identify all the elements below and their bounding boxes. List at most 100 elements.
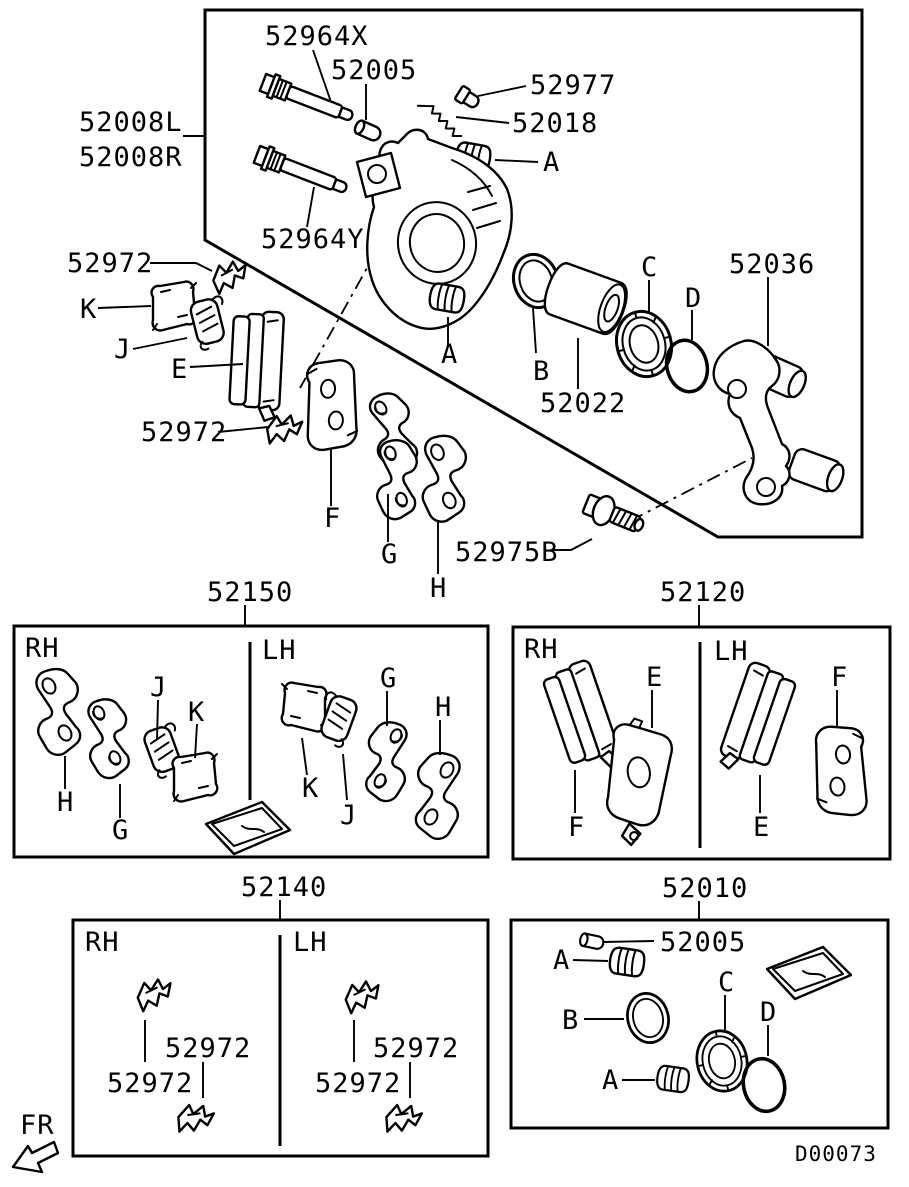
callout-h: H [430, 573, 447, 604]
main-view-frame [203, 8, 864, 539]
callout-rh-j: J [150, 672, 167, 703]
kit-part-ring-b [620, 987, 676, 1049]
part-oring-d [659, 334, 715, 398]
callout-lh-k: K [302, 773, 319, 804]
leader-j [132, 337, 188, 350]
callout-lh-g: G [380, 663, 397, 694]
label-52008L: 52008L [79, 107, 183, 138]
front-arrow-icon [11, 1140, 60, 1174]
leader-52005 [603, 940, 655, 943]
centerline-lockbolt [629, 457, 753, 522]
leader-52018 [455, 116, 510, 124]
drawing-code: D00073 [795, 1142, 877, 1166]
kit-part-sleeve-52005 [577, 931, 606, 952]
leader-rh-k [194, 723, 198, 759]
leader-rh-j [156, 699, 159, 741]
callout-k: K [80, 294, 97, 325]
label-52008R: 52008R [79, 142, 183, 173]
pad-kit-box-52120: 52120 RH LH F E E F [511, 577, 892, 861]
part-pad-f [300, 356, 364, 454]
label-52972-top: 52972 [67, 248, 153, 279]
callout-b: B [562, 1005, 579, 1036]
callout-j: J [114, 334, 131, 365]
part-cap-52977 [453, 84, 483, 112]
callout-lh-j: J [340, 800, 357, 831]
label-lh-52972-lower: 52972 [373, 1033, 459, 1064]
callout-lh-h: H [435, 692, 452, 723]
label-52975B: 52975B [455, 537, 559, 568]
centerline-pads [299, 149, 434, 389]
leader-52972-top [150, 262, 213, 272]
label-rh-52972-upper: 52972 [107, 1068, 193, 1099]
part-guide-pin-52964Y [251, 141, 352, 201]
leader-e [189, 363, 244, 368]
callout-c: C [718, 967, 735, 998]
callout-rh-k: K [188, 697, 205, 728]
lh-label: LH [293, 927, 328, 958]
kit-frame-52010 [509, 918, 890, 1130]
kit-part-pad-f-lh [806, 721, 875, 821]
leader-k [97, 305, 152, 309]
kit-part-shim-g-rh [87, 698, 130, 780]
kit-part-pad-e-lh [713, 656, 801, 785]
label-52005: 52005 [660, 927, 746, 958]
label-52018: 52018 [512, 108, 598, 139]
kit-part-clip-k-rh [171, 751, 219, 803]
leader-52964X [312, 49, 332, 103]
label-52977: 52977 [530, 70, 616, 101]
leader-a-top [494, 159, 539, 163]
part-clip-k [150, 280, 198, 332]
shim-kit-box-52150: 52150 RH LH H G J K K J G H [12, 577, 490, 859]
rh-label: RH [25, 633, 60, 664]
callout-lh-f: F [831, 662, 848, 693]
callout-e: E [171, 354, 188, 385]
rh-label: RH [524, 634, 559, 665]
part-sleeve-52005 [351, 117, 384, 144]
callout-a-mid: A [441, 339, 458, 370]
label-rh-52972-lower: 52972 [165, 1033, 251, 1064]
callout-d: D [760, 997, 777, 1028]
callout-rh-f: F [568, 812, 585, 843]
label-52964X: 52964X [265, 21, 369, 52]
leader-52975B [551, 538, 593, 551]
kit-title-52140: 52140 [241, 872, 327, 903]
front-label: FR [20, 1110, 55, 1141]
kit-frame-52150 [12, 624, 490, 859]
callout-rh-g: G [112, 815, 129, 846]
kit-part-shim-h-lh [414, 751, 461, 841]
front-direction-marker: FR [11, 1110, 60, 1174]
main-assembly-view: 52964X 52005 52977 52018 52008L 52008R 5… [67, 8, 864, 604]
kit-frame-52140 [71, 918, 490, 1158]
rh-label: RH [85, 927, 120, 958]
leader-lh-k [301, 737, 308, 776]
callout-f: F [324, 503, 341, 534]
kit-part-boot-a-top [607, 945, 647, 979]
kit-part-shim-h-rh [35, 667, 82, 757]
part-lock-bolt-52975B [579, 488, 650, 542]
leader-lh-j [342, 753, 348, 801]
kit-part-boot-a-bottom [654, 1063, 692, 1095]
callout-g: G [381, 539, 398, 570]
leader-52977 [477, 85, 527, 97]
seal-kit-box-52010: 52010 52005 A B A C D [509, 873, 890, 1130]
leader-52972-bottom [217, 426, 269, 433]
leader-a-top [572, 959, 609, 962]
part-boot-a-mid [426, 281, 468, 315]
label-52036: 52036 [729, 249, 815, 280]
label-52964Y: 52964Y [261, 224, 365, 255]
part-carrier-52036 [712, 339, 845, 506]
callout-a-top: A [543, 147, 560, 178]
callout-a-bottom: A [602, 1065, 619, 1096]
part-piston-52022 [543, 262, 628, 336]
part-clip-j [187, 294, 235, 353]
part-caliper-body [355, 128, 513, 330]
kit-part-pad-e-rh [601, 715, 676, 850]
callout-lh-e: E [753, 812, 770, 843]
kit-title-52150: 52150 [207, 577, 293, 608]
callout-b: B [533, 356, 550, 387]
kit-part-grease-packet [765, 945, 853, 1001]
kit-part-clip-lh-upper [342, 979, 383, 1015]
kit-title-52010: 52010 [662, 873, 748, 904]
